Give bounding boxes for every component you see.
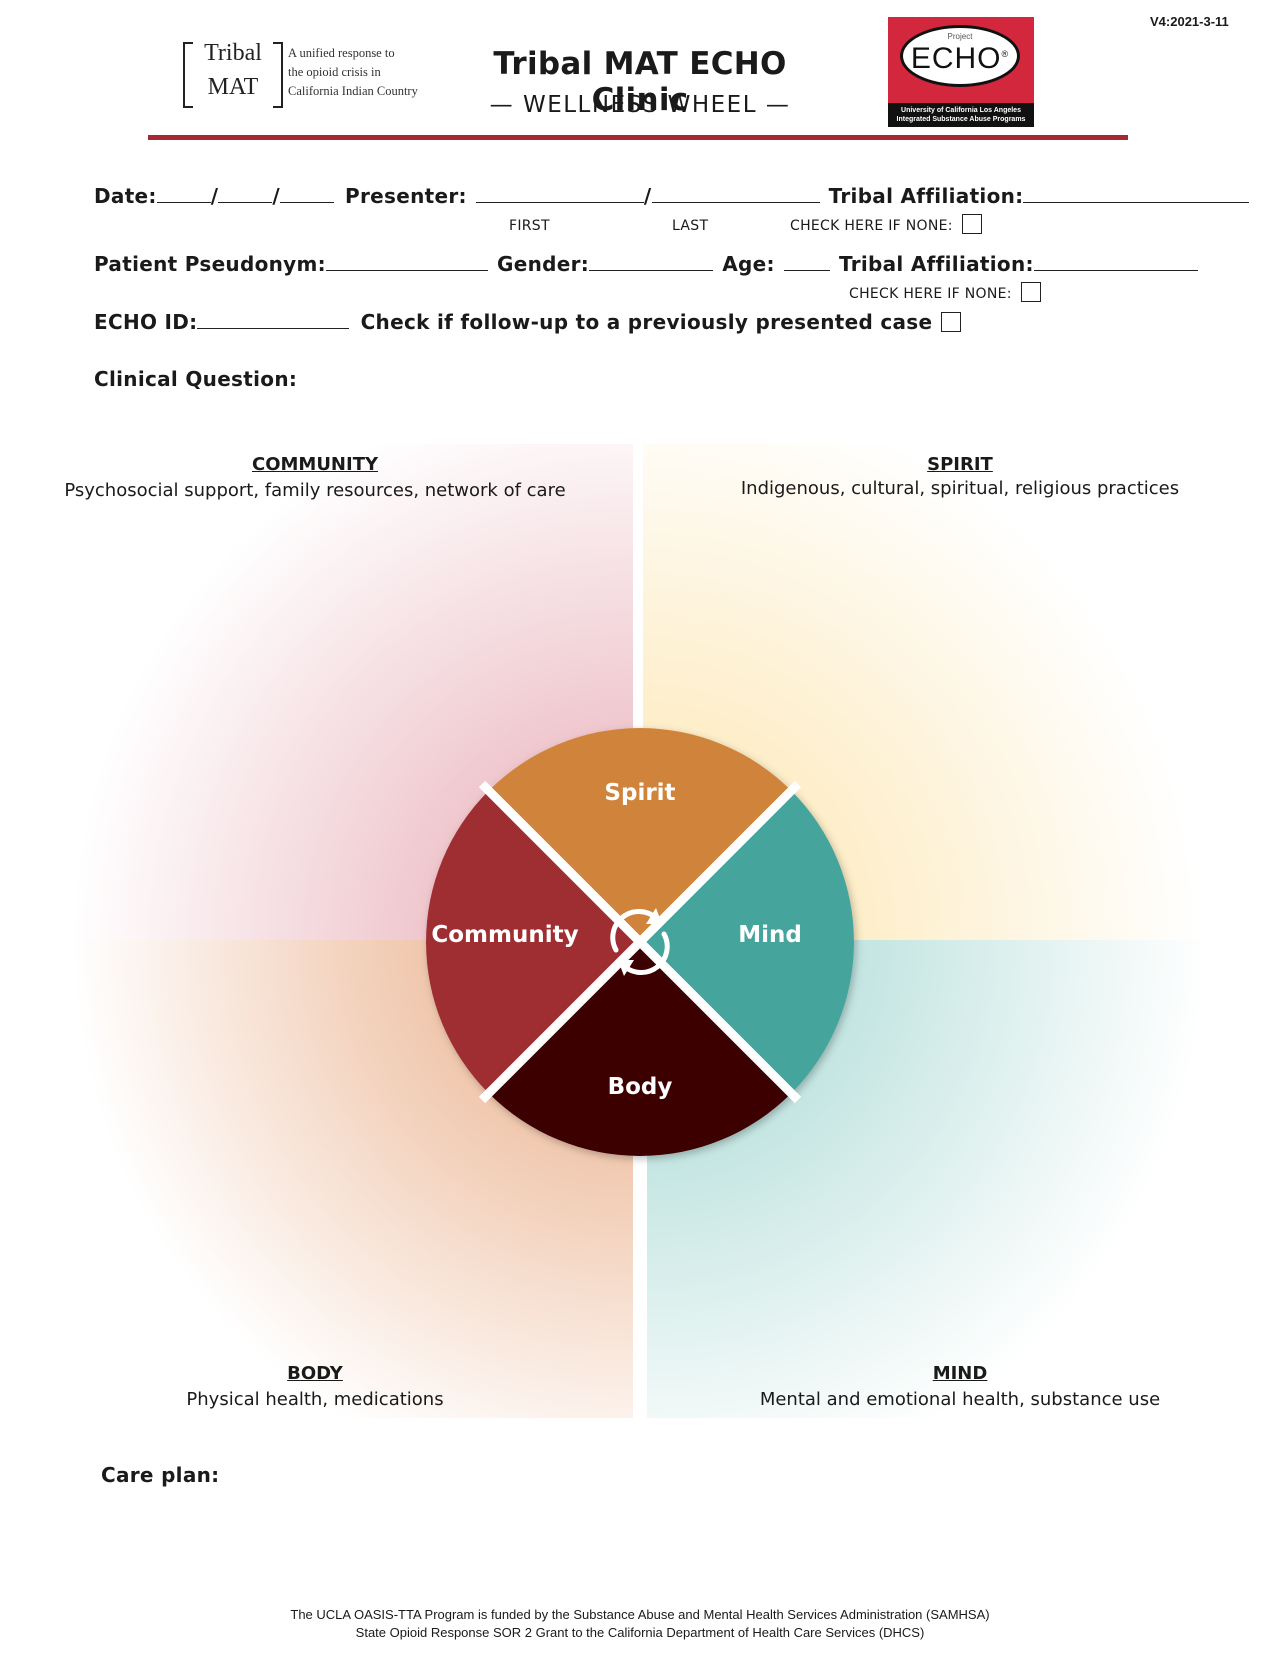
patient-none-checkbox[interactable]	[1020, 282, 1041, 302]
form-row-patient: Patient Pseudonym: Gender: Age: Tribal A…	[94, 252, 1198, 276]
echo-project-text: Project	[947, 32, 973, 41]
tribal-mat-logo: Tribal MAT	[183, 40, 283, 108]
presenter-first-field[interactable]	[475, 184, 644, 203]
clinical-question-label: Clinical Question:	[94, 367, 298, 391]
wheel-segment-community[interactable]	[426, 790, 640, 1094]
wheel-segment-mind[interactable]	[640, 790, 854, 1094]
echo-org-line: University of California Los Angeles	[901, 107, 1021, 114]
presenter-none-row: CHECK HERE IF NONE:	[790, 214, 982, 234]
echo-org-text: University of California Los Angeles Int…	[888, 103, 1034, 127]
echo-oval: Project ECHO®	[900, 25, 1020, 87]
age-label: Age:	[722, 252, 775, 276]
first-caption: FIRST	[509, 218, 550, 234]
gender-label: Gender:	[497, 252, 590, 276]
logo-tagline: A unified response to the opioid crisis …	[288, 44, 448, 101]
echo-id-label: ECHO ID:	[94, 310, 198, 334]
version-label: V4:2021-3-11	[1150, 14, 1229, 29]
footer-line-1: The UCLA OASIS-TTA Program is funded by …	[290, 1607, 990, 1622]
logo-word-tribal: Tribal	[204, 40, 262, 66]
presenter-tribal-affiliation-field[interactable]	[1023, 184, 1250, 203]
patient-none-label: CHECK HERE IF NONE:	[849, 286, 1012, 302]
tagline-line: California Indian Country	[288, 84, 418, 98]
page-subtitle: — WELLNESS WHEEL —	[489, 92, 791, 118]
patient-pseudonym-field[interactable]	[325, 252, 488, 271]
wheel-segment-body[interactable]	[488, 942, 792, 1156]
header-divider	[148, 135, 1128, 140]
date-separator: /	[210, 184, 219, 208]
presenter-none-label: CHECK HERE IF NONE:	[790, 218, 953, 234]
patient-tribal-affiliation-field[interactable]	[1033, 252, 1198, 271]
last-caption: LAST	[672, 218, 709, 234]
wheel-label-spirit: Spirit	[604, 780, 675, 806]
mind-heading: MIND	[932, 1363, 988, 1384]
patient-none-row: CHECK HERE IF NONE:	[849, 282, 1041, 302]
footer: The UCLA OASIS-TTA Program is funded by …	[0, 1606, 1280, 1642]
wheel-label-community: Community	[431, 922, 578, 948]
presenter-label: Presenter:	[345, 184, 467, 208]
date-day-field[interactable]	[218, 184, 273, 203]
presenter-none-checkbox[interactable]	[961, 214, 982, 234]
page-title: Tribal MAT ECHO Clinic	[493, 46, 787, 118]
wheel-segment-spirit[interactable]	[488, 728, 792, 942]
project-echo-logo: Project ECHO® University of California L…	[888, 17, 1034, 127]
wheel-divider	[478, 780, 802, 1104]
form-row-echo-id: ECHO ID: Check if follow-up to a previou…	[94, 310, 962, 334]
tagline-line: A unified response to	[288, 46, 395, 60]
followup-checkbox[interactable]	[941, 311, 962, 332]
date-label: Date:	[94, 184, 157, 208]
date-separator: /	[272, 184, 280, 208]
wheel-label-body: Body	[608, 1074, 673, 1100]
date-month-field[interactable]	[156, 184, 211, 203]
echo-wordmark: ECHO®	[903, 42, 1017, 76]
spirit-heading: SPIRIT	[927, 454, 993, 475]
echo-org-line: Integrated Substance Abuse Programs	[896, 116, 1026, 123]
footer-line-2: State Opioid Response SOR 2 Grant to the…	[355, 1625, 925, 1640]
body-description: Physical health, medications	[186, 1389, 444, 1410]
presenter-tribal-affiliation-label: Tribal Affiliation:	[828, 184, 1024, 208]
body-heading: BODY	[287, 1363, 343, 1384]
presenter-last-field[interactable]	[651, 184, 820, 203]
date-year-field[interactable]	[279, 184, 334, 203]
patient-tribal-affiliation-label: Tribal Affiliation:	[838, 252, 1034, 276]
community-description: Psychosocial support, family resources, …	[64, 480, 566, 501]
wheel-label-mind: Mind	[738, 922, 802, 948]
gender-field[interactable]	[589, 252, 714, 271]
care-plan-label: Care plan:	[101, 1463, 220, 1487]
logo-word-mat: MAT	[207, 74, 259, 100]
community-heading: COMMUNITY	[251, 454, 379, 475]
patient-pseudonym-label: Patient Pseudonym:	[94, 252, 326, 276]
mind-description: Mental and emotional health, substance u…	[759, 1389, 1161, 1410]
refresh-cycle-icon	[610, 908, 670, 976]
spirit-description: Indigenous, cultural, spiritual, religio…	[740, 478, 1180, 499]
followup-label: Check if follow-up to a previously prese…	[360, 310, 933, 334]
echo-registered-mark: ®	[1001, 49, 1010, 59]
tagline-line: the opioid crisis in	[288, 65, 381, 79]
echo-id-field[interactable]	[197, 310, 350, 329]
wellness-wheel: Spirit Mind Body Community	[426, 728, 854, 1156]
presenter-separator: /	[643, 184, 652, 208]
echo-word: ECHO	[910, 42, 1002, 75]
age-field[interactable]	[783, 252, 830, 271]
form-row-date: Date: / / Presenter: / Tribal Affiliation:	[94, 184, 1250, 208]
